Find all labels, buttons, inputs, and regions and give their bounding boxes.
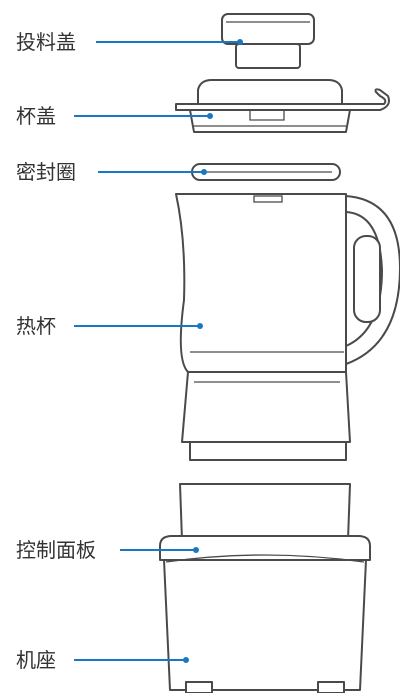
label-base: 机座 bbox=[16, 648, 56, 672]
label-feed-cap: 投料盖 bbox=[16, 30, 76, 54]
label-seal-ring: 密封圈 bbox=[16, 160, 76, 184]
heating-jug-shape bbox=[175, 193, 400, 461]
label-jug-lid: 杯盖 bbox=[16, 104, 56, 128]
leader-lines bbox=[74, 39, 243, 663]
base-shape bbox=[159, 483, 371, 694]
feed-cap-shape bbox=[221, 13, 315, 69]
label-control-panel: 控制面板 bbox=[16, 538, 96, 562]
label-heating-jug: 热杯 bbox=[16, 314, 56, 338]
jug-lid-shape bbox=[175, 79, 390, 133]
seal-ring-shape bbox=[191, 163, 341, 181]
